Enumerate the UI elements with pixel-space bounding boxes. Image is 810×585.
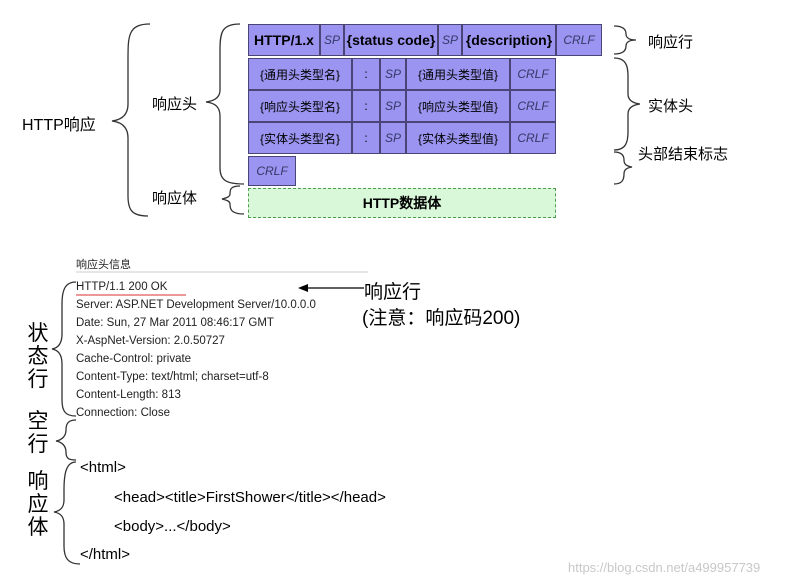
cell-header-name: {实体头类型名} — [248, 122, 352, 154]
cell-sp: SP — [438, 24, 462, 56]
header-brace — [205, 23, 245, 185]
entity-head-label: 实体头 — [648, 98, 694, 115]
html-line: <html> — [80, 459, 126, 476]
response-header-label: 响应头 — [152, 96, 198, 113]
cell-sp: SP — [380, 90, 406, 122]
html-line: </html> — [80, 546, 131, 563]
cell-header-name: {通用头类型名} — [248, 58, 352, 90]
header-line: X-AspNet-Version: 2.0.50727 — [76, 335, 225, 347]
watermark: https://blog.csdn.net/a499957739 — [568, 560, 761, 575]
end-marker-label: 头部结束标志 — [638, 146, 729, 163]
vertical-char: 空 — [27, 410, 49, 433]
arrow-head-icon — [298, 284, 308, 292]
cell-status-code: {status code} — [344, 24, 438, 56]
vertical-char: 状 — [27, 322, 49, 345]
vertical-char: 应 — [27, 493, 49, 516]
html-line: <body>...</body> — [114, 518, 231, 535]
cell-colon: : — [352, 122, 380, 154]
cell-description: {description} — [462, 24, 556, 56]
cell-header-value: {响应头类型值} — [406, 90, 510, 122]
cell-colon: : — [352, 58, 380, 90]
annotation-response-code: (注意：响应码200) — [362, 308, 521, 329]
cell-crlf: CRLF — [556, 24, 602, 56]
vertical-label-body: 响 应 体 — [26, 470, 50, 539]
header-line: Connection: Close — [76, 407, 170, 419]
status-brace — [51, 281, 77, 417]
entity-head-brace — [613, 57, 641, 151]
response-body-label: 响应体 — [152, 190, 198, 207]
cell-sp: SP — [380, 122, 406, 154]
vertical-char: 行 — [27, 433, 49, 456]
header-line: Date: Sun, 27 Mar 2011 08:46:17 GMT — [76, 317, 274, 329]
cell-http-version: HTTP/1.x — [248, 24, 320, 56]
http-response-brace — [111, 23, 151, 217]
html-line: <head><title>FirstShower</title></head> — [114, 489, 386, 506]
vertical-char: 响 — [27, 470, 49, 493]
body-brace — [221, 185, 245, 215]
cell-colon: : — [352, 90, 380, 122]
http-response-label: HTTP响应 — [22, 117, 96, 134]
header-line: Content-Type: text/html; charset=utf-8 — [76, 371, 269, 383]
vertical-char: 体 — [27, 516, 49, 539]
cell-header-value: {通用头类型值} — [406, 58, 510, 90]
header-line: Content-Length: 813 — [76, 389, 181, 401]
end-marker-brace — [613, 151, 633, 185]
vertical-char: 态 — [27, 345, 49, 368]
cell-header-value: {实体头类型值} — [406, 122, 510, 154]
header-line: Cache-Control: private — [76, 353, 192, 365]
header-line: HTTP/1.1 200 OK — [76, 281, 168, 293]
body-lower-brace — [53, 461, 81, 565]
cell-crlf: CRLF — [510, 90, 556, 122]
header-line: Server: ASP.NET Development Server/10.0.… — [76, 299, 316, 311]
http-data-body-box: HTTP数据体 — [248, 188, 556, 218]
annotation-status-line: 响应行 — [364, 282, 422, 303]
vertical-char: 行 — [27, 368, 49, 391]
cell-empty-crlf: CRLF — [248, 156, 296, 186]
cell-crlf: CRLF — [510, 58, 556, 90]
section-title: 响应头信息 — [76, 259, 131, 271]
cell-crlf: CRLF — [510, 122, 556, 154]
vertical-label-blank: 空 行 — [26, 410, 50, 456]
vertical-label-status: 状 态 行 — [26, 322, 50, 391]
cell-sp: SP — [380, 58, 406, 90]
status-line-brace — [613, 25, 637, 55]
blank-brace — [55, 419, 77, 461]
cell-sp: SP — [320, 24, 344, 56]
status-line-label: 响应行 — [648, 34, 694, 51]
cell-header-name: {响应头类型名} — [248, 90, 352, 122]
